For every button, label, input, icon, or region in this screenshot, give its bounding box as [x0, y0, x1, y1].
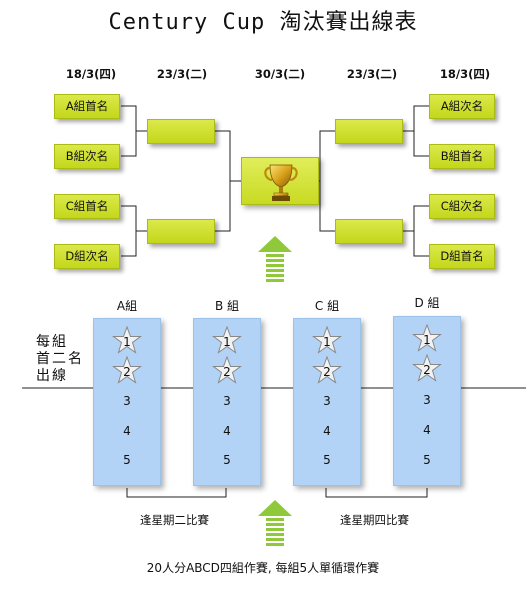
- bracket-slot-b-second: B組次名: [54, 144, 120, 169]
- group-b-rank-4: 4: [223, 424, 231, 438]
- page-title: Century Cup 淘汰賽出線表: [108, 10, 418, 35]
- qualify-label-line2: 首二名: [36, 351, 84, 367]
- thursday-games-label: 逢星期四比賽: [340, 513, 409, 527]
- group-b-rank-1: 1: [223, 335, 231, 349]
- group-a-rank-1: 1: [123, 335, 131, 349]
- group-c-header: C 組: [314, 299, 340, 313]
- qualify-label-line3: 出線: [36, 368, 68, 384]
- group-c-rank-2: 2: [323, 365, 331, 379]
- group-b-header: B 組: [214, 299, 240, 313]
- bracket-slot-d-second: D組次名: [54, 244, 120, 269]
- group-d-rank-4: 4: [423, 423, 431, 437]
- date-label-round1-right: 18/3(四): [439, 67, 491, 81]
- bracket-slot-a-second: A組次名: [429, 94, 495, 119]
- group-d-header: D 組: [414, 296, 440, 310]
- bracket-slot-semifinal-left-top: [147, 119, 215, 144]
- group-b-rank-5: 5: [223, 453, 231, 467]
- group-b-rank-2: 2: [223, 365, 231, 379]
- star-icon: [212, 326, 242, 354]
- bracket-slot-d-first: D組首名: [429, 244, 495, 269]
- group-a-rank-2: 2: [123, 365, 131, 379]
- up-arrow-icon: [258, 500, 292, 546]
- tuesday-games-label: 逢星期二比賽: [140, 513, 209, 527]
- date-label-round1-left: 18/3(四): [65, 67, 117, 81]
- up-arrow-icon: [258, 236, 292, 282]
- group-d-rank-1: 1: [423, 333, 431, 347]
- group-c-rank-3: 3: [323, 394, 331, 408]
- date-label-final: 30/3(二): [254, 67, 306, 81]
- bracket-slot-c-second: C組次名: [429, 194, 495, 219]
- group-d-rank-2: 2: [423, 363, 431, 377]
- group-c-rank-1: 1: [323, 335, 331, 349]
- trophy-icon: [264, 164, 298, 201]
- champion-slot: [241, 157, 319, 205]
- format-note: 20人分ABCD四組作賽, 每組5人單循環作賽: [146, 561, 380, 575]
- star-icon: [412, 354, 442, 382]
- date-label-round2-left: 23/3(二): [156, 67, 208, 81]
- group-a-rank-3: 3: [123, 394, 131, 408]
- date-label-round2-right: 23/3(二): [346, 67, 398, 81]
- bracket-slot-c-first: C組首名: [54, 194, 120, 219]
- group-d-rank-3: 3: [423, 393, 431, 407]
- bracket-slot-a-first: A組首名: [54, 94, 120, 119]
- group-a-rank-4: 4: [123, 424, 131, 438]
- star-icon: [412, 324, 442, 352]
- group-a-rank-5: 5: [123, 453, 131, 467]
- star-icon: [112, 326, 142, 354]
- group-b-rank-3: 3: [223, 394, 231, 408]
- bracket-slot-semifinal-right-bottom: [335, 219, 403, 244]
- group-c-rank-5: 5: [323, 453, 331, 467]
- bracket-slot-semifinal-right-top: [335, 119, 403, 144]
- group-a-header: A組: [116, 299, 138, 313]
- bracket-slot-b-first: B組首名: [429, 144, 495, 169]
- group-d-rank-5: 5: [423, 453, 431, 467]
- star-icon: [312, 356, 342, 384]
- qualify-label-line1: 每組: [36, 334, 68, 350]
- bracket-slot-semifinal-left-bottom: [147, 219, 215, 244]
- star-icon: [112, 356, 142, 384]
- star-icon: [312, 326, 342, 354]
- star-icon: [212, 356, 242, 384]
- group-c-rank-4: 4: [323, 424, 331, 438]
